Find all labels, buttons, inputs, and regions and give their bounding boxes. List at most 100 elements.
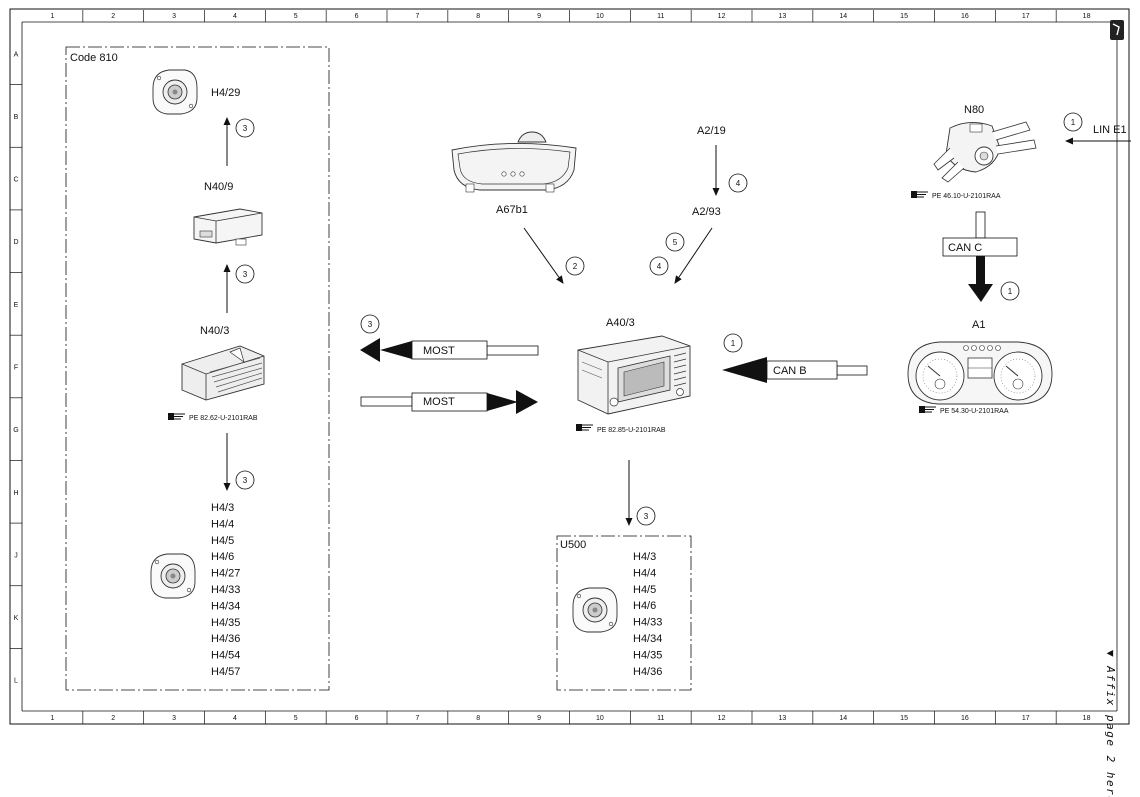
column-number: 14	[839, 715, 847, 722]
callout-badge: 1	[1063, 112, 1083, 132]
ref-pointer-icon	[919, 406, 936, 413]
column-number: 12	[718, 715, 726, 722]
speaker-label: H4/6	[211, 551, 234, 563]
row-letter: E	[14, 302, 19, 309]
ref-pointer-icon	[576, 424, 593, 431]
speaker-label: H4/6	[633, 600, 656, 612]
row-letter: D	[13, 239, 18, 246]
svg-text:1: 1	[1008, 287, 1013, 296]
can-c-arrow: CAN C	[942, 211, 1018, 302]
a2-93-label: A2/93	[692, 206, 721, 218]
svg-text:1: 1	[731, 339, 736, 348]
can-b-arrow: CAN B	[722, 357, 868, 383]
callout-badge: 1	[723, 333, 743, 353]
code-810-title: Code 810	[70, 52, 118, 64]
h4-29-label: H4/29	[211, 87, 240, 99]
column-number: 16	[961, 715, 969, 722]
column-number: 8	[476, 13, 480, 20]
svg-text:1: 1	[1071, 118, 1076, 127]
speaker-label: H4/57	[211, 666, 240, 678]
row-letter: F	[14, 365, 18, 372]
can-b-label: CAN B	[773, 365, 807, 377]
column-number: 16	[961, 13, 969, 20]
column-number: 4	[233, 715, 237, 722]
arrow-a67b1-to-a40-3	[523, 227, 564, 284]
can-c-label: CAN C	[948, 242, 982, 254]
ref-pointer-icon	[168, 413, 185, 420]
row-letter: A	[14, 51, 19, 58]
u500-title: U500	[560, 539, 586, 551]
corner-symbol-icon	[1110, 20, 1124, 40]
speaker-label: H4/27	[211, 568, 240, 580]
column-number: 9	[537, 13, 541, 20]
a1-instrument-cluster-icon	[907, 341, 1053, 405]
u500-group: U500 H4/3H4/4H4/5H4/6H4/33H4/34H4/35H4/3…	[556, 535, 692, 691]
callout-badge: 2	[565, 256, 585, 276]
column-number: 5	[294, 13, 298, 20]
speaker-label: H4/34	[211, 600, 240, 612]
row-letter: J	[14, 552, 18, 559]
callout-badge: 5	[665, 232, 685, 252]
a67b1-mirror-icon	[451, 131, 577, 193]
column-number: 7	[415, 715, 419, 722]
n80-reference: PE 46.10-U-2101RAA	[932, 193, 1001, 200]
column-number: 17	[1022, 13, 1030, 20]
speaker-label: H4/36	[211, 633, 240, 645]
callout-badge: 4	[649, 256, 669, 276]
arrow-a2-93-to-a40-3	[674, 227, 713, 284]
column-number: 6	[355, 715, 359, 722]
speaker-label: H4/5	[633, 584, 656, 596]
column-number: 4	[233, 13, 237, 20]
speaker-icon	[150, 553, 196, 599]
row-letter: H	[13, 490, 18, 497]
svg-text:4: 4	[657, 262, 662, 271]
speaker-label: H4/4	[211, 518, 234, 530]
most-arrow-out: MOST	[360, 338, 539, 362]
column-number: 3	[172, 13, 176, 20]
a40-3-head-unit-icon	[577, 335, 691, 415]
speaker-label: H4/36	[633, 666, 662, 678]
n80-label: N80	[964, 104, 984, 116]
svg-text:3: 3	[243, 476, 248, 485]
a1-label: A1	[972, 319, 985, 331]
row-letter: K	[14, 615, 19, 622]
n40-9-module-icon	[193, 208, 263, 246]
speaker-label: H4/54	[211, 650, 240, 662]
n40-3-reference: PE 82.62-U-2101RAB	[189, 415, 258, 422]
ref-pointer-icon	[911, 191, 928, 198]
column-number: 9	[537, 715, 541, 722]
svg-text:3: 3	[243, 124, 248, 133]
column-number: 14	[839, 13, 847, 20]
speaker-label: H4/3	[211, 502, 234, 514]
a40-3-reference: PE 82.85-U-2101RAB	[597, 427, 666, 434]
column-number: 15	[900, 715, 908, 722]
most-arrow-in: MOST	[360, 390, 538, 414]
code-810-speaker-list: H4/3H4/4H4/5H4/6H4/27H4/33H4/34H4/35H4/3…	[211, 502, 240, 678]
row-letter: C	[13, 177, 18, 184]
most-in-label: MOST	[423, 396, 455, 408]
n40-3-amplifier-icon	[181, 345, 265, 401]
n80-steering-column-module-icon	[933, 121, 1037, 183]
column-number: 17	[1022, 715, 1030, 722]
column-number: 6	[355, 13, 359, 20]
speaker-icon	[572, 587, 618, 633]
column-number: 10	[596, 715, 604, 722]
callout-badge: 4	[728, 173, 748, 193]
column-number: 18	[1083, 715, 1091, 722]
callout-badge: 3	[235, 470, 255, 490]
a1-reference: PE 54.30-U-2101RAA	[940, 408, 1009, 415]
column-number: 12	[718, 13, 726, 20]
speaker-label: H4/33	[211, 584, 240, 596]
speaker-label: H4/5	[211, 535, 234, 547]
column-number: 10	[596, 13, 604, 20]
speaker-label: H4/35	[211, 617, 240, 629]
column-number: 3	[172, 715, 176, 722]
a67b1-label: A67b1	[496, 204, 528, 216]
speaker-label: H4/34	[633, 633, 662, 645]
